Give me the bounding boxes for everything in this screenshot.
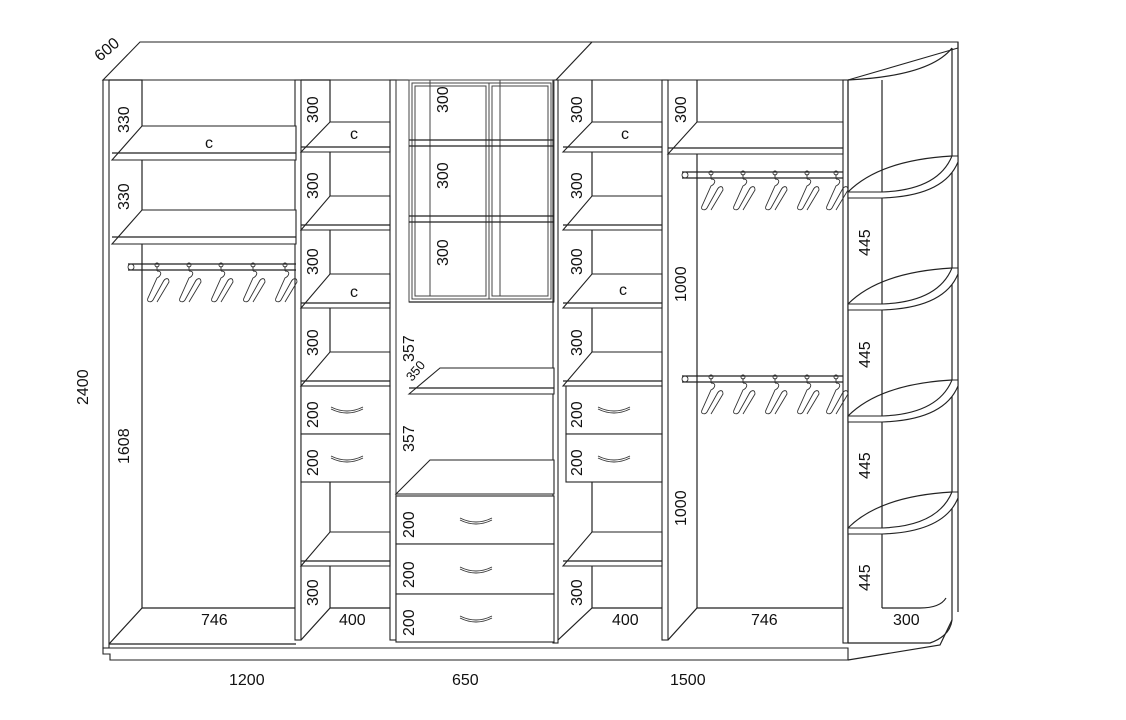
carcass	[101, 41, 959, 661]
corner-gap-1: 445	[857, 229, 874, 256]
top-panel	[101, 41, 959, 81]
height-label: 2400	[75, 369, 92, 405]
left-drawer-2-height: 200	[305, 449, 322, 476]
left-drawer-1-height: 200	[305, 401, 322, 428]
glass-gap-3: 300	[435, 239, 452, 266]
middle-drawer-2-height: 200	[401, 561, 418, 588]
right-column-gap-2: 300	[569, 172, 586, 199]
right-hanging-lower: 1000	[673, 490, 690, 526]
right-column-gap-1: 300	[569, 96, 586, 123]
left-column-shelf-label-1: с	[350, 126, 358, 143]
left-column-width: 400	[339, 612, 366, 629]
right-column-width: 400	[612, 612, 639, 629]
width-label-left: 1200	[229, 672, 265, 689]
middle-drawer-1-height: 200	[401, 511, 418, 538]
dimension-labels: 600 2400 1200 650 1500 330 330 1608 746 …	[75, 35, 920, 689]
left-rail	[128, 263, 296, 271]
width-label-right: 1500	[670, 672, 706, 689]
right-drawer-1	[565, 385, 663, 435]
corner-gap-3: 445	[857, 452, 874, 479]
left-column-gap-1: 300	[305, 96, 322, 123]
glass-door-frame	[408, 79, 555, 303]
right-hanging-section	[666, 121, 849, 415]
corner-width: 300	[893, 612, 920, 629]
middle-gap-upper: 357	[401, 335, 418, 362]
right-hanging-upper: 1000	[673, 266, 690, 302]
left-column-gap-3: 300	[305, 248, 322, 275]
middle-drawer-1	[395, 495, 555, 545]
right-drawer-2-height: 200	[569, 449, 586, 476]
width-label-middle: 650	[452, 672, 479, 689]
left-gap-second: 330	[116, 183, 133, 210]
right-shelf-column	[561, 121, 663, 567]
right-hanging-width: 746	[751, 612, 778, 629]
left-shelf-column	[299, 121, 391, 567]
right-column-gap-5: 300	[569, 579, 586, 606]
left-shelf-label: с	[205, 135, 213, 152]
right-drawer-1-height: 200	[569, 401, 586, 428]
left-hanging-height: 1608	[116, 428, 133, 464]
middle-section	[394, 79, 555, 643]
left-column-gap-2: 300	[305, 172, 322, 199]
corner-section	[847, 155, 959, 535]
middle-drawer-3-height: 200	[401, 609, 418, 636]
plinth	[102, 647, 849, 661]
corner-gap-4: 445	[857, 564, 874, 591]
left-column-shelf-label-2: с	[350, 284, 358, 301]
right-hanging-top-gap: 300	[673, 96, 690, 123]
right-column-shelf-label-1: с	[621, 126, 629, 143]
middle-drawer-3	[395, 593, 555, 643]
glass-door-right	[488, 82, 552, 300]
glass-gap-1: 300	[435, 86, 452, 113]
depth-label: 600	[92, 35, 123, 65]
right-column-shelf-label-2: с	[619, 282, 627, 299]
right-column-gap-3: 300	[569, 248, 586, 275]
left-column-gap-5: 300	[305, 579, 322, 606]
left-gap-top: 330	[116, 106, 133, 133]
left-drawer-2	[300, 433, 391, 483]
partition-3	[661, 79, 669, 641]
right-column-gap-4: 300	[569, 329, 586, 356]
partition-2	[389, 79, 397, 641]
glass-gap-2: 300	[435, 162, 452, 189]
left-column-gap-4: 300	[305, 329, 322, 356]
section-joint	[552, 79, 559, 644]
right-drawer-2	[565, 433, 663, 483]
left-inner-width: 746	[201, 612, 228, 629]
left-shelf-1	[110, 125, 297, 161]
middle-drawer-2	[395, 543, 555, 595]
partition-1	[294, 79, 302, 641]
left-side-panel	[102, 79, 110, 649]
right-side-panel	[842, 79, 849, 644]
middle-gap-lower: 357	[401, 425, 418, 452]
left-section	[110, 125, 298, 303]
corner-gap-2: 445	[857, 341, 874, 368]
left-shelf-2	[110, 209, 297, 245]
